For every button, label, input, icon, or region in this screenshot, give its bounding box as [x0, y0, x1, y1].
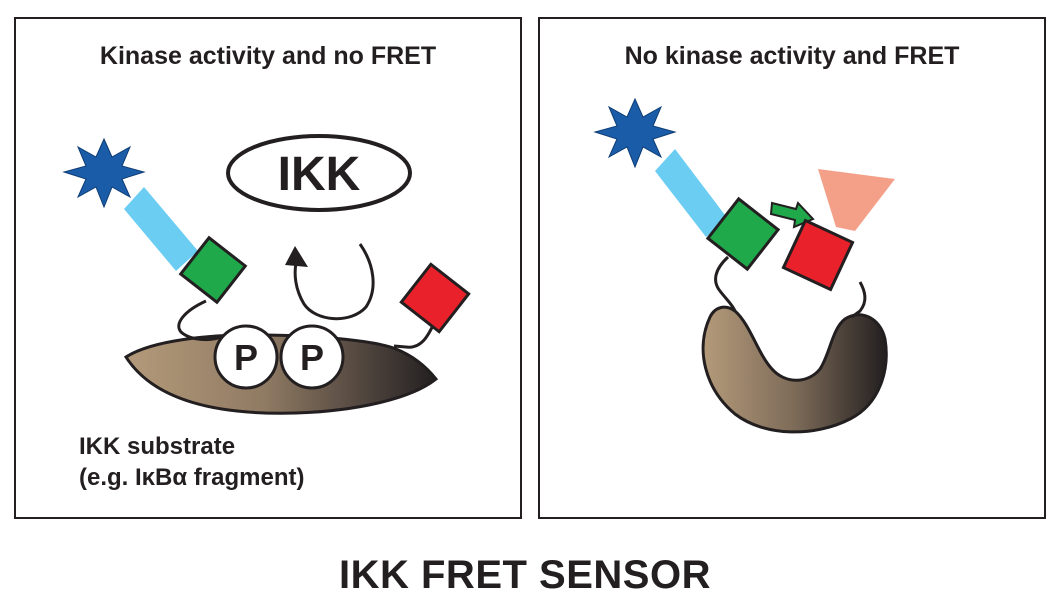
- acceptor-linker: [851, 281, 867, 319]
- diagram-right: [593, 97, 895, 434]
- donor-fluorophore: [178, 235, 248, 305]
- excitation-beam: [655, 149, 728, 237]
- acceptor-fluorophore: [781, 218, 855, 292]
- emission-beam: [818, 169, 895, 231]
- panel-title-left: Kinase activity and no FRET: [99, 42, 437, 70]
- panel-kinase-active: Kinase activity and no FRET: [14, 17, 522, 519]
- phosphate-circle-2: [279, 324, 345, 390]
- excitation-beam: [124, 187, 198, 271]
- panel-kinase-inactive: No kinase activity and FRET: [538, 17, 1046, 519]
- acceptor-fluorophore: [399, 262, 471, 334]
- panel-title-right: No kinase activity and FRET: [624, 42, 960, 70]
- figure-title: IKK FRET SENSOR: [339, 553, 711, 597]
- substrate-shape-folded: [701, 305, 888, 434]
- ikk-enzyme: [226, 134, 412, 212]
- catalysis-arrow: [293, 243, 375, 321]
- substrate-label: IKK substrate (e.g. IκBα fragment): [79, 431, 304, 493]
- phosphate-label-2: P: [300, 337, 324, 378]
- excitation-star-icon: [62, 137, 146, 209]
- donor-linker: [177, 299, 222, 342]
- diagram-left: IKK P P: [62, 134, 471, 415]
- substrate-shape: [123, 333, 439, 415]
- substrate-label-line2: (e.g. IκBα fragment): [79, 464, 305, 491]
- excitation-star-icon: [593, 97, 677, 169]
- donor-linker: [714, 255, 737, 312]
- donor-fluorophore: [705, 196, 781, 272]
- phosphate-circle-1: [213, 324, 279, 390]
- substrate-label-line1: IKK substrate: [79, 433, 236, 460]
- ikk-enzyme-label: IKK: [278, 148, 361, 201]
- arrowhead-icon: [285, 246, 308, 267]
- phosphate-label-1: P: [234, 337, 258, 378]
